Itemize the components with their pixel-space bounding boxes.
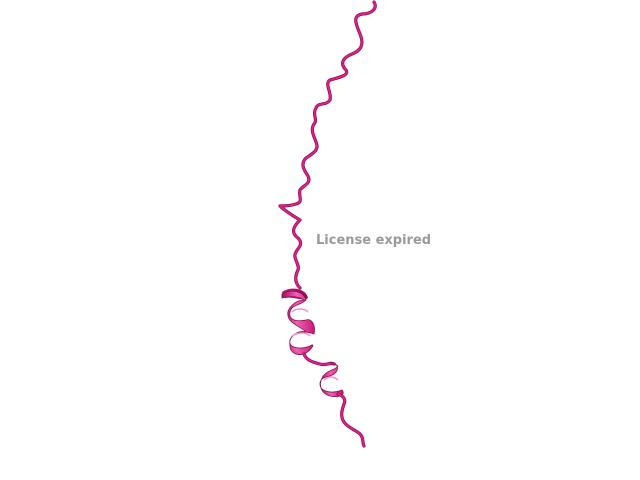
coil-lower (336, 392, 366, 448)
helix-2 (319, 361, 344, 397)
license-watermark: License expired (316, 233, 432, 248)
helix-1 (281, 288, 315, 355)
coil-upper (279, 1, 377, 289)
